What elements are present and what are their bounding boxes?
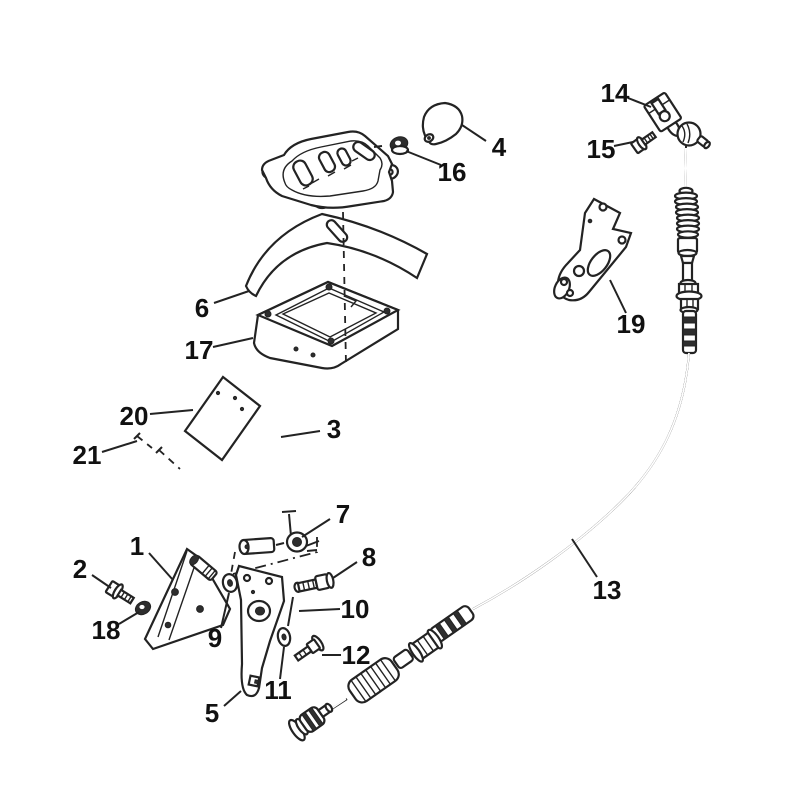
callout-1: 1 xyxy=(130,531,144,561)
leader-line-11 xyxy=(279,646,285,680)
shift-gate-panel xyxy=(260,130,399,210)
leader-line-1 xyxy=(148,552,174,581)
leader-line-17 xyxy=(212,337,254,348)
knob-nut xyxy=(389,136,410,156)
shift-knob xyxy=(421,101,464,146)
shift-cable-upper-end xyxy=(665,117,711,355)
leader-line-21 xyxy=(101,440,138,453)
roll-pin xyxy=(287,596,294,627)
console-cover xyxy=(244,212,429,298)
cable-retainer-clamp xyxy=(643,92,682,133)
leader-line-6 xyxy=(213,290,250,304)
leader-line-5 xyxy=(223,690,242,707)
callout-9: 9 xyxy=(208,623,222,653)
callout-4: 4 xyxy=(492,132,507,162)
mounting-pad xyxy=(183,375,262,462)
clamp-screw xyxy=(630,130,658,155)
leader-line-15 xyxy=(613,141,634,147)
callout-7: 7 xyxy=(336,499,350,529)
leader-line-16 xyxy=(405,150,442,166)
alignment-tick xyxy=(373,145,383,148)
callout-13: 13 xyxy=(593,575,622,605)
callout-2: 2 xyxy=(73,554,87,584)
callout-21: 21 xyxy=(73,440,102,470)
leader-line-19 xyxy=(609,279,627,314)
pivot-bolt xyxy=(293,571,335,593)
leader-line-14 xyxy=(627,97,652,108)
alignment-line-pivot xyxy=(230,551,236,575)
callout-6: 6 xyxy=(195,293,209,323)
cable-anchor-bracket xyxy=(553,197,633,302)
callout-3: 3 xyxy=(327,414,341,444)
callout-18: 18 xyxy=(92,615,121,645)
shift-cable-curve xyxy=(472,352,690,610)
callout-14: 14 xyxy=(601,78,630,108)
leader-line-7 xyxy=(301,518,331,538)
callout-8: 8 xyxy=(362,542,376,572)
shift-cable-lower-end xyxy=(287,605,475,742)
callout-19: 19 xyxy=(617,309,646,339)
callout-16: 16 xyxy=(438,157,467,187)
shift-lever xyxy=(238,352,328,556)
leader-line-4 xyxy=(461,124,487,142)
phantom-screws xyxy=(133,432,181,470)
callout-15: 15 xyxy=(587,134,616,164)
callout-17: 17 xyxy=(185,335,214,365)
lower-bracket-arm xyxy=(234,564,286,698)
leader-line-3 xyxy=(280,430,321,438)
arm-washer xyxy=(276,627,292,647)
leader-line-10 xyxy=(298,608,341,612)
return-spring xyxy=(281,510,320,553)
callout-20: 20 xyxy=(120,401,149,431)
bracket-bolt xyxy=(104,580,136,605)
callout-11: 11 xyxy=(264,675,292,705)
lever-mount-bracket xyxy=(143,547,232,651)
leader-line-18 xyxy=(118,611,140,625)
leader-line-8 xyxy=(332,561,358,579)
leader-line-2 xyxy=(91,574,112,589)
leader-line-9 xyxy=(220,592,230,629)
arm-bolt xyxy=(293,634,325,663)
bracket-washer xyxy=(134,600,152,616)
callout-10: 10 xyxy=(341,594,370,624)
alignment-tick-2 xyxy=(275,542,285,546)
callout-5: 5 xyxy=(205,698,219,728)
shifter-housing-base xyxy=(252,280,401,370)
leader-line-20 xyxy=(149,409,194,415)
callout-12: 12 xyxy=(342,640,371,670)
leader-line-13 xyxy=(571,538,598,578)
